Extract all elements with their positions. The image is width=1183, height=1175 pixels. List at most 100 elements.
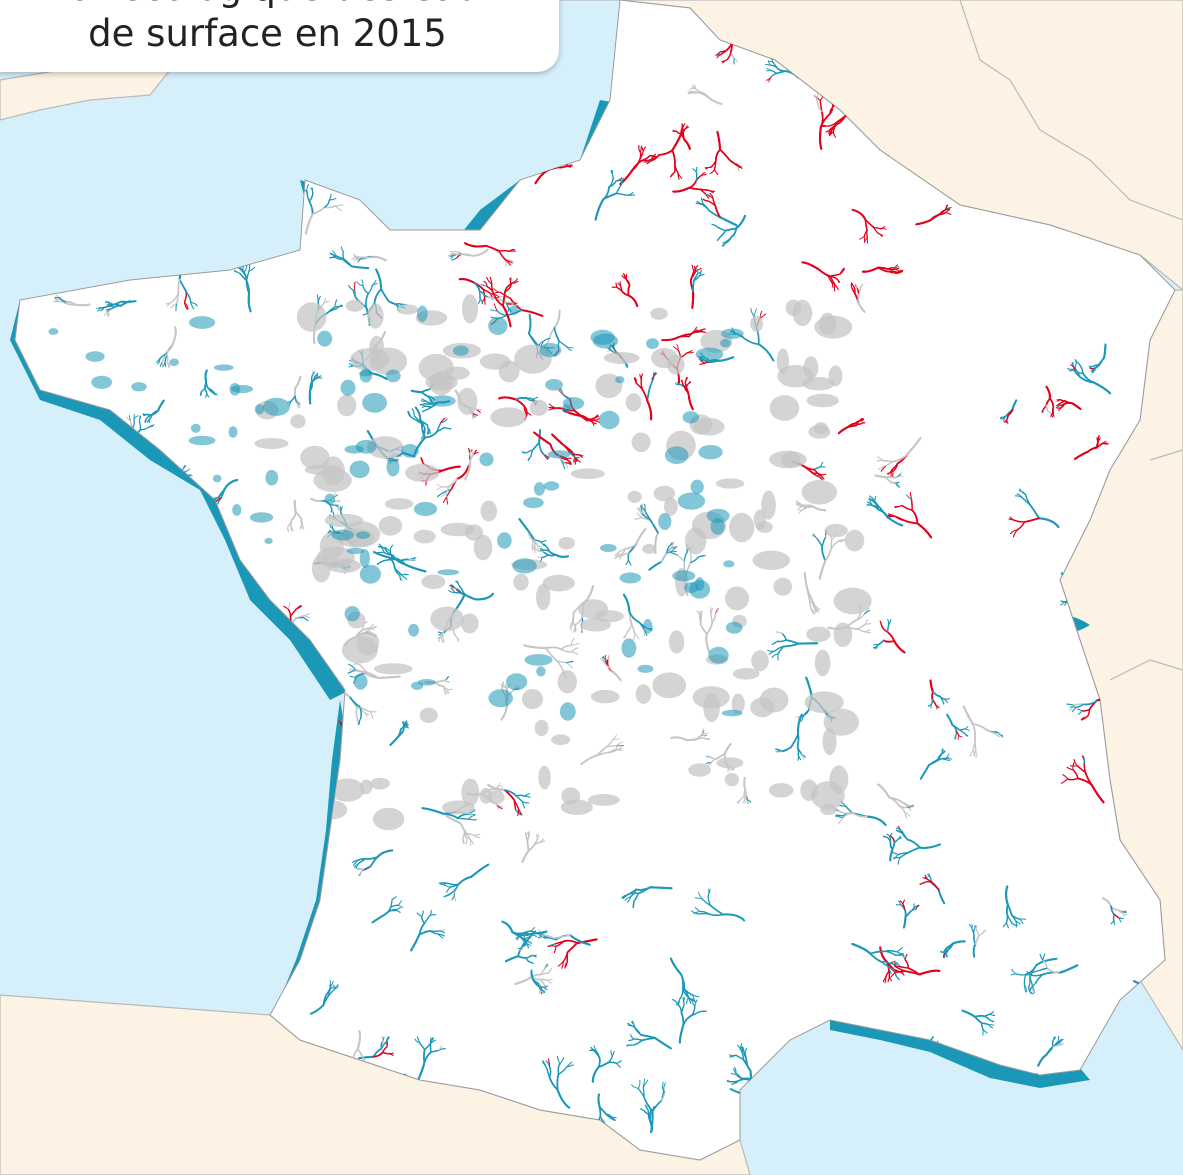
river-segment [367,284,373,295]
internal-border-1 [959,0,1183,221]
river-segment [743,337,760,346]
river-segment [553,406,564,410]
france-mainland [14,0,1176,1161]
river-segment [928,873,931,878]
river-segment [471,248,489,257]
river-segment [138,415,141,422]
river-segment [958,728,966,731]
river-segment [767,60,771,66]
river-segment [642,1079,649,1088]
river-segment [139,426,149,431]
river-segment [668,542,673,547]
river-segment [450,254,455,259]
river-segment [757,343,775,362]
river-segment [690,556,700,564]
river-segment [442,497,447,503]
river-segment [309,1004,325,1015]
river-segment [520,309,544,317]
river-segment [951,724,961,731]
coastal-aquitaine [272,700,350,1018]
river-segment [436,483,442,488]
river-segment [106,310,110,317]
river-segment [964,725,969,730]
river-segment [328,257,336,259]
river-segment [722,913,746,922]
river-segment [955,730,960,737]
river-segment [330,508,333,513]
river-segment [448,252,455,257]
river-segment [972,943,977,958]
river-segment [335,254,345,260]
river-segment [133,415,139,420]
river-segment [509,297,523,311]
river-segment [451,257,458,261]
river-segment [528,332,538,345]
river-segment [666,545,670,554]
river-segment [310,497,324,503]
river-segment [361,279,364,287]
river-segment [353,288,357,299]
river-segment [496,310,508,316]
river-segment [606,744,618,748]
river-segment [753,308,757,317]
river-segment [612,734,617,741]
river-segment [342,250,345,260]
river-segment [455,464,470,480]
river-segment [689,330,700,335]
river-segment [542,337,551,343]
river-segment [615,748,623,752]
river-segment [661,1091,666,1102]
river-segment [329,980,334,988]
river-segment [460,253,474,257]
river-segment [661,1085,666,1093]
river-segment [671,541,675,548]
river-segment [437,492,444,497]
river-segment [365,292,370,308]
river-segment [354,281,356,290]
river-segment [1023,984,1028,993]
river-segment [708,97,723,106]
river-segment [293,499,297,514]
river-segment [350,265,370,270]
river-segment [362,285,370,295]
river-segment [391,896,397,901]
river-segment [702,728,704,735]
river-segment [765,77,772,81]
river-segment [671,545,679,548]
river-segment [946,713,954,727]
river-segment [926,878,934,884]
river-segment [750,308,755,317]
river-segment [937,753,943,761]
river-segment [928,759,940,766]
river-segment [937,888,946,905]
river-segment [565,345,574,349]
river-segment [342,258,353,268]
river-segment [698,892,703,900]
river-segment [964,732,968,737]
river-segment [396,907,401,911]
river-segment [608,749,618,754]
river-segment [348,284,354,291]
river-segment [662,1084,666,1093]
river-segment [743,799,746,804]
river-segment [1027,987,1032,995]
river-segment [743,776,746,791]
river-segment [691,910,699,915]
river-segment [688,91,695,94]
river-segment [944,756,950,760]
river-segment [660,551,668,563]
river-segment [538,341,544,346]
river-segment [941,750,946,755]
river-segment [126,416,131,422]
river-segment [709,904,724,916]
river-segment [330,986,336,989]
river-segment [553,309,561,329]
river-segment [596,745,608,757]
river-segment [707,895,712,907]
river-segment [334,492,336,498]
river-segment [371,279,377,287]
river-segment [743,788,746,798]
